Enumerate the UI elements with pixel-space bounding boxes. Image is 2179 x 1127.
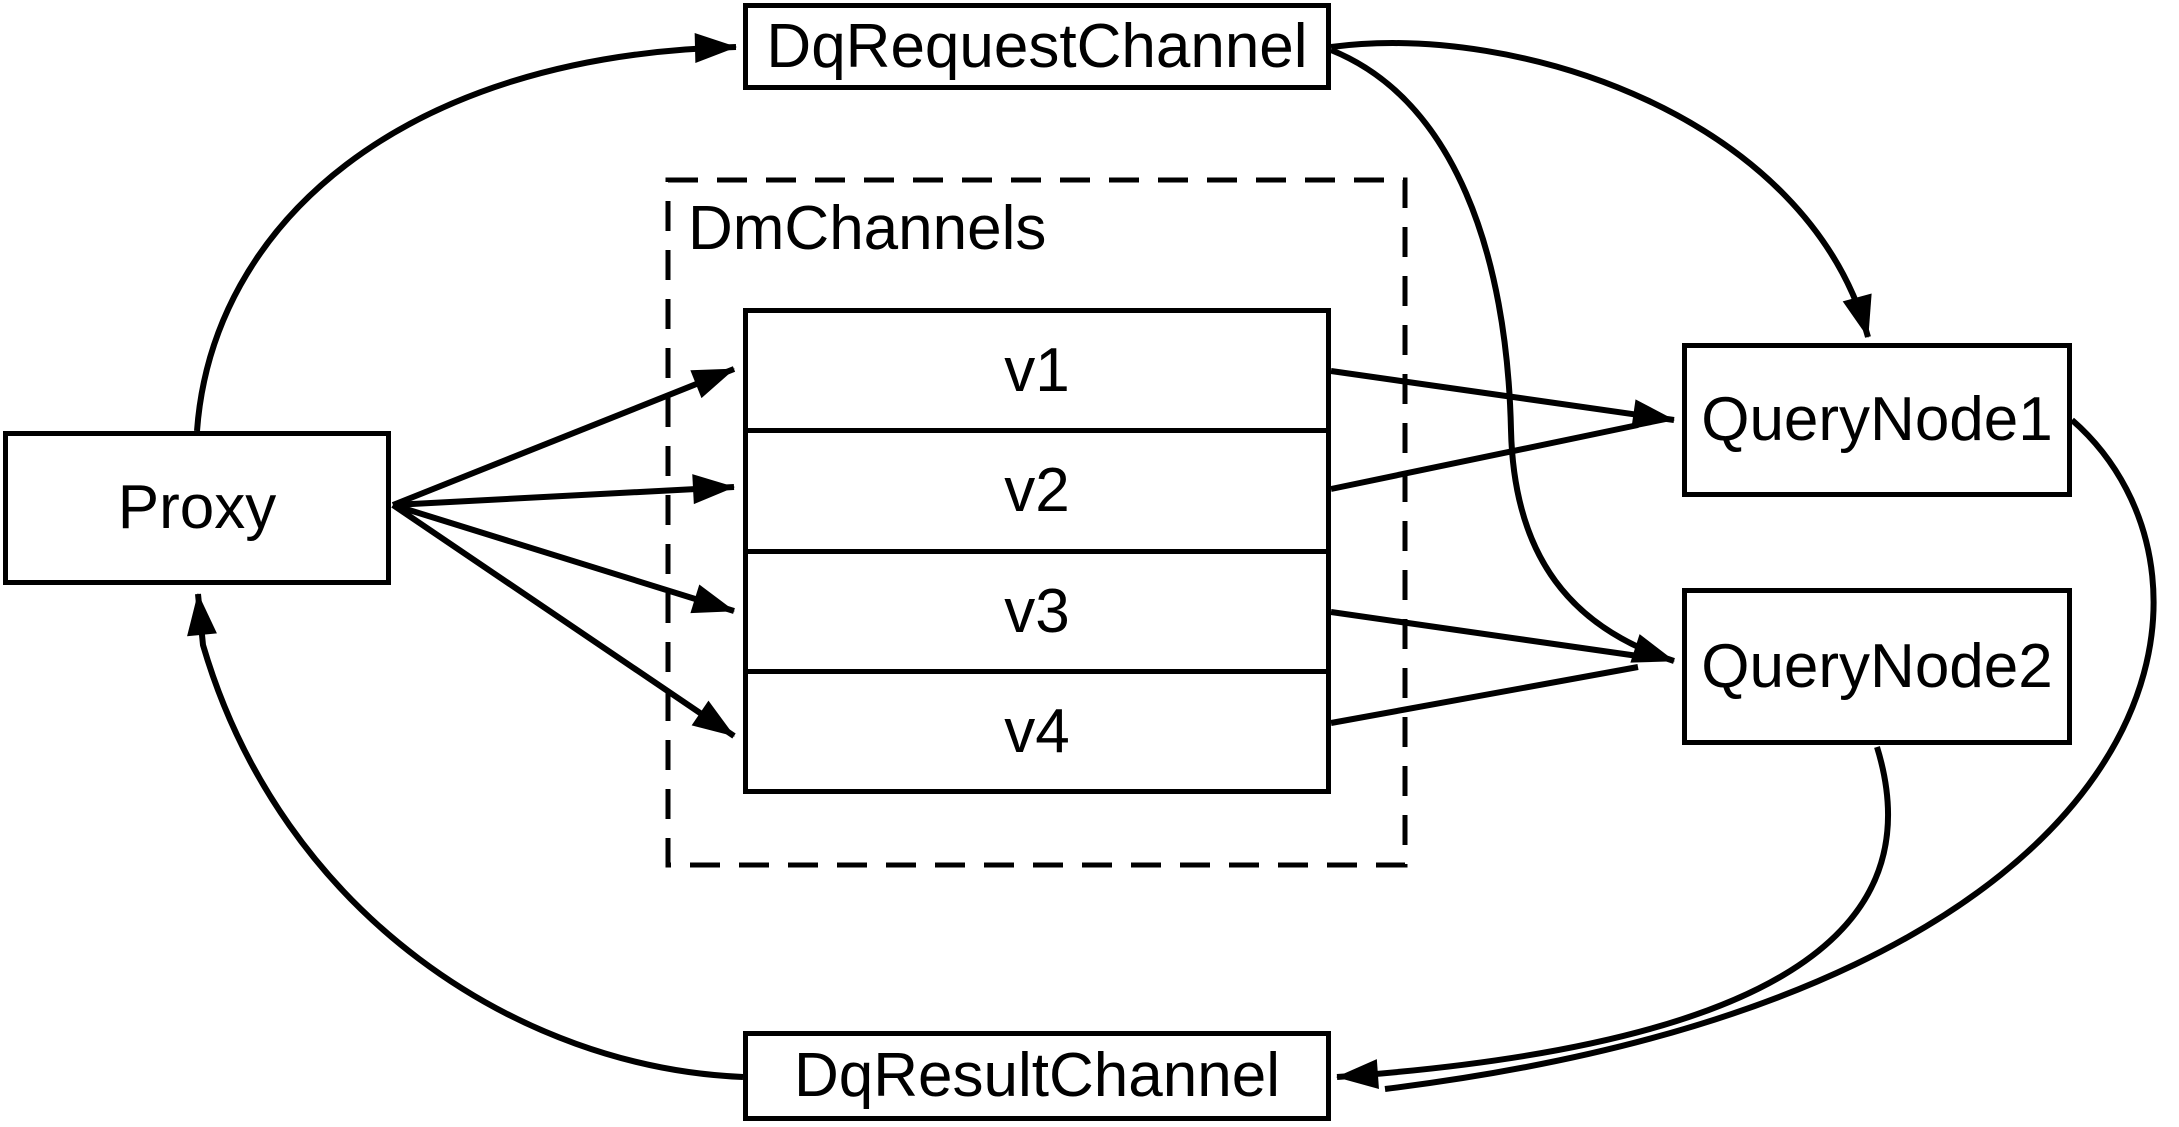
dq-result-channel-label: DqResultChannel: [794, 1041, 1280, 1110]
channel-row-v1: v1: [748, 313, 1326, 428]
edge-querynode2-to-dqresultchannel: [1336, 746, 1891, 1090]
proxy-node: Proxy: [3, 431, 391, 585]
edge-dqrequestchannel-to-querynode1: [1330, 40, 1872, 338]
dm-channels-label: DmChannels: [688, 194, 1047, 263]
dm-channels-table: v1 v2 v3 v4: [743, 308, 1331, 794]
query-node-2-label: QueryNode2: [1701, 631, 2053, 701]
query-node-2: QueryNode2: [1682, 588, 2072, 745]
channel-v1-label: v1: [1004, 336, 1070, 406]
dm-channels-group: DmChannels: [666, 178, 1407, 867]
query-node-1-label: QueryNode1: [1701, 385, 2053, 454]
channel-v3-label: v3: [1004, 576, 1070, 646]
edge-querynode1-to-dqresultchannel: [1384, 417, 2157, 1092]
channel-row-v2: v2: [748, 428, 1326, 548]
dq-request-channel-node: DqRequestChannel: [743, 3, 1331, 90]
dq-result-channel-node: DqResultChannel: [743, 1031, 1331, 1121]
channel-v2-label: v2: [1004, 456, 1070, 526]
channel-row-v4: v4: [748, 668, 1326, 789]
channel-v4-label: v4: [1004, 696, 1070, 766]
dq-request-channel-label: DqRequestChannel: [766, 11, 1308, 81]
channel-row-v3: v3: [748, 548, 1326, 669]
query-node-1: QueryNode1: [1682, 343, 2072, 497]
proxy-label: Proxy: [117, 473, 277, 542]
edge-proxy-to-dqrequestchannel: [194, 33, 737, 432]
edge-dqresultchannel-to-proxy: [187, 593, 744, 1080]
